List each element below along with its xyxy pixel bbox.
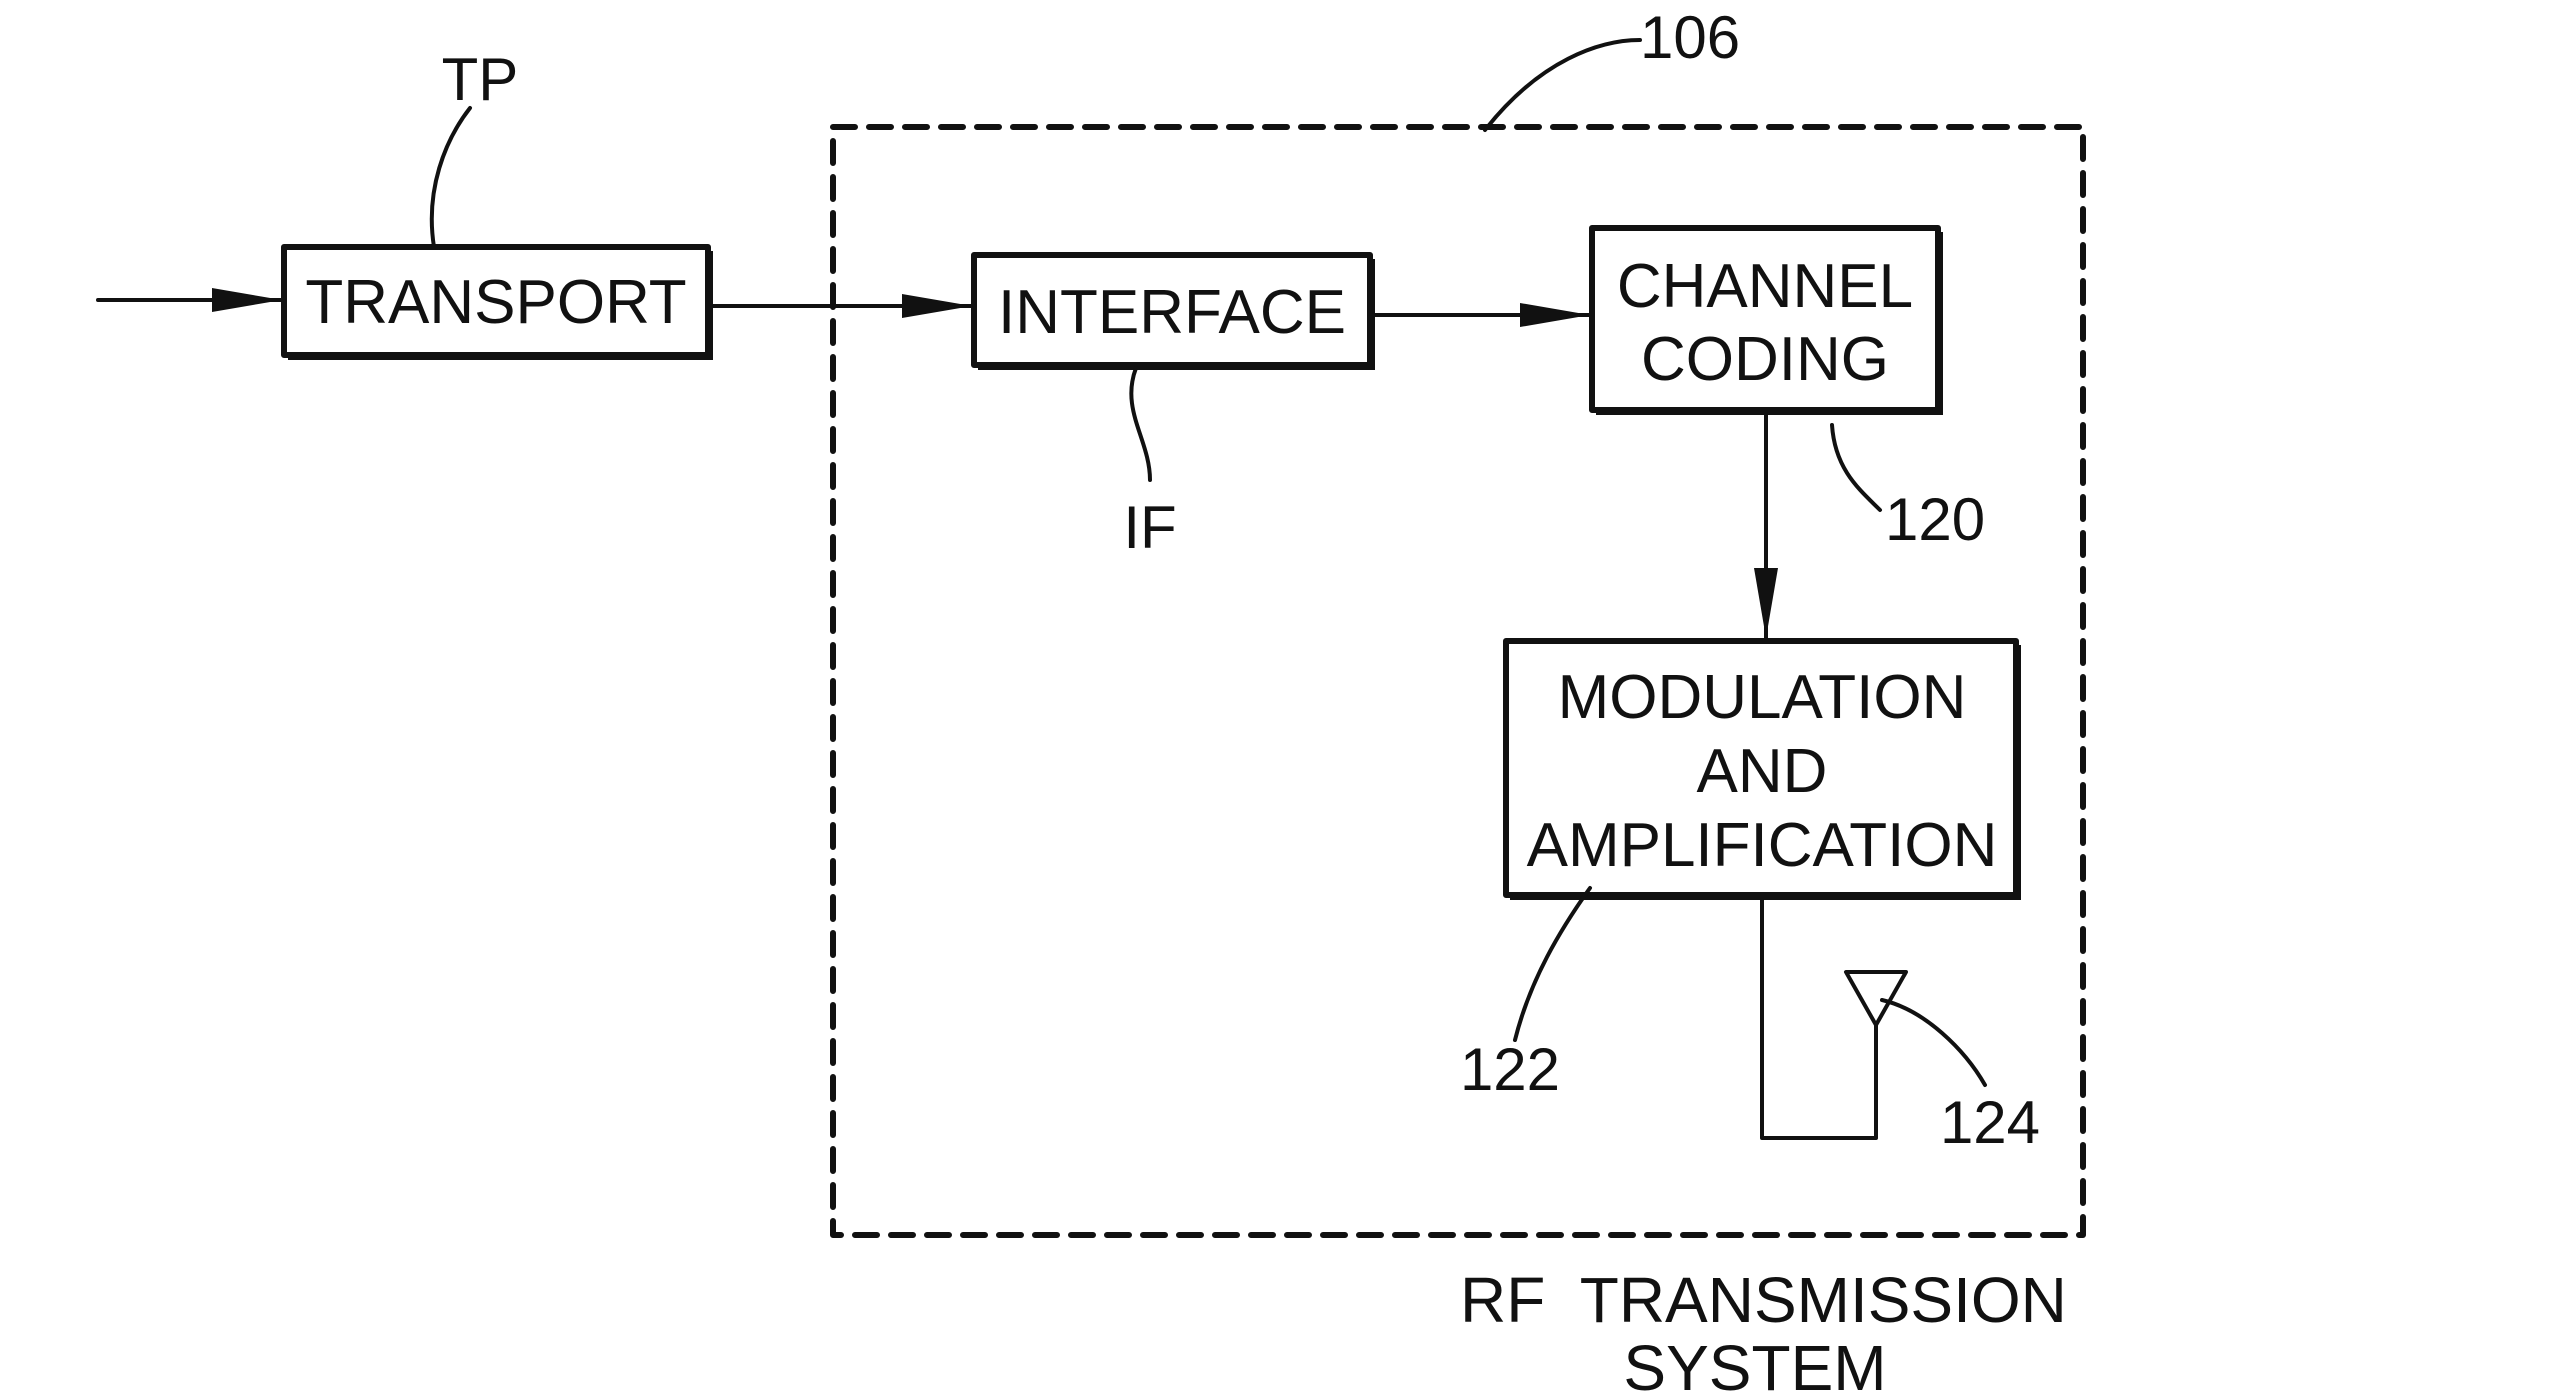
channel-coding-block: CHANNEL CODING	[1592, 228, 1943, 415]
modulation-label-line-1: MODULATION	[1558, 663, 1967, 732]
reference-124: 124	[1940, 1089, 2040, 1156]
leader-120	[1832, 425, 1880, 510]
leader-122	[1515, 888, 1590, 1040]
interface-label: INTERFACE	[998, 278, 1346, 347]
antenna-feed-line	[1762, 900, 1876, 1138]
leader-if	[1131, 368, 1150, 480]
leader-106	[1485, 40, 1640, 130]
caption-line-2: SYSTEM	[1623, 1332, 1886, 1393]
antenna-icon	[1846, 972, 1906, 1025]
transport-label: TRANSPORT	[305, 268, 686, 337]
reference-if: IF	[1123, 494, 1176, 561]
leader-tp	[432, 108, 470, 247]
reference-122: 122	[1460, 1036, 1560, 1103]
reference-120: 120	[1885, 486, 1985, 553]
leader-124	[1882, 1000, 1985, 1085]
reference-106: 106	[1640, 4, 1740, 71]
modulation-label-line-2: AND	[1697, 737, 1828, 806]
interface-block: INTERFACE	[974, 255, 1375, 370]
channel-coding-label-line-2: CODING	[1641, 325, 1889, 394]
transport-block: TRANSPORT	[284, 247, 713, 360]
caption-line-1: RF TRANSMISSION	[1460, 1264, 2067, 1336]
reference-tp: TP	[442, 46, 519, 113]
modulation-label-line-3: AMPLIFICATION	[1527, 811, 1998, 880]
modulation-amplification-block: MODULATION AND AMPLIFICATION	[1506, 641, 2021, 900]
channel-coding-label-line-1: CHANNEL	[1617, 252, 1913, 321]
